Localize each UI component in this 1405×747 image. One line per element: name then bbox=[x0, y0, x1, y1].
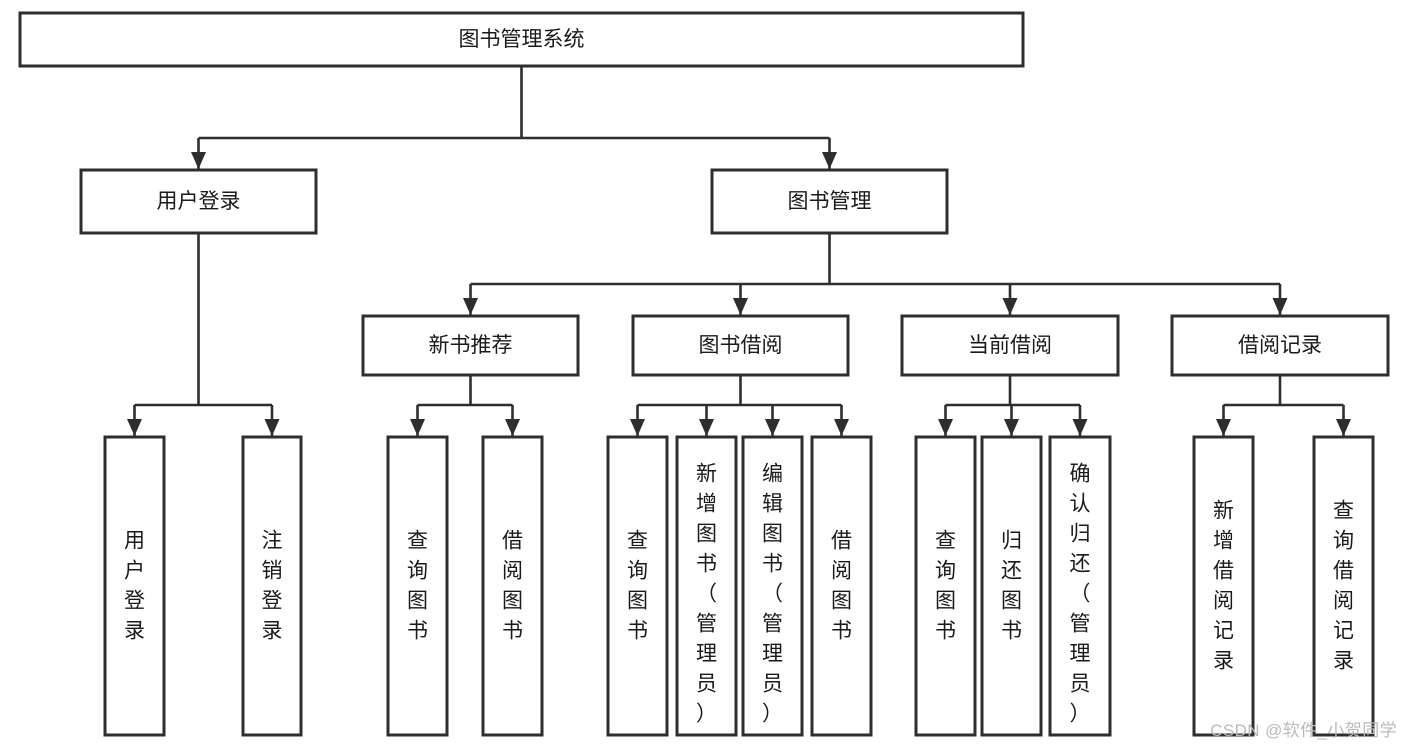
edge-arrowhead bbox=[765, 419, 780, 436]
node-leaf-borrow-book-b[interactable]: 借阅图书 bbox=[810, 435, 873, 737]
node-box bbox=[631, 314, 850, 377]
node-box bbox=[481, 435, 544, 737]
node-label: 用户登录 bbox=[124, 530, 145, 643]
node-box bbox=[810, 435, 873, 737]
edge-arrowhead bbox=[410, 419, 425, 436]
edge-group-user-login bbox=[127, 233, 280, 436]
edge-arrowhead bbox=[733, 298, 748, 315]
node-label: 用户登录 bbox=[157, 190, 241, 213]
node-label: 借阅记录 bbox=[1238, 334, 1322, 357]
node-label: 查询图书 bbox=[407, 530, 428, 643]
node-label: 查询图书 bbox=[627, 530, 648, 643]
node-box bbox=[1170, 314, 1390, 377]
node-leaf-add-book-admin[interactable]: 新增图书（管理员） bbox=[675, 435, 738, 737]
node-borrow-record[interactable]: 借阅记录 bbox=[1170, 314, 1390, 377]
node-label: 图书管理 bbox=[788, 190, 872, 213]
watermark-text: CSDN @软件_小贺同学 bbox=[1210, 721, 1397, 740]
edge-arrowhead bbox=[699, 419, 714, 436]
node-new-book-rec[interactable]: 新书推荐 bbox=[361, 314, 580, 377]
node-leaf-user-login[interactable]: 用户登录 bbox=[103, 435, 166, 737]
node-box bbox=[1048, 435, 1112, 737]
node-box bbox=[914, 435, 977, 737]
edge-arrowhead bbox=[505, 419, 520, 436]
node-box bbox=[79, 168, 318, 235]
edge-arrowhead bbox=[1072, 419, 1088, 436]
edge-group-new-book-rec bbox=[410, 375, 520, 436]
edge-arrowhead bbox=[630, 419, 645, 436]
node-box bbox=[1192, 435, 1255, 737]
edge-arrowhead bbox=[822, 152, 837, 169]
node-box bbox=[241, 435, 303, 737]
edge-arrowhead bbox=[463, 298, 478, 315]
edge-group-current-borrow bbox=[938, 375, 1088, 436]
node-user-login[interactable]: 用户登录 bbox=[79, 168, 318, 235]
node-label: 借阅图书 bbox=[502, 530, 523, 643]
node-leaf-user-logout[interactable]: 注销登录 bbox=[241, 435, 303, 737]
node-leaf-borrow-book-rec[interactable]: 借阅图书 bbox=[481, 435, 544, 737]
node-root[interactable]: 图书管理系统 bbox=[18, 11, 1025, 68]
node-leaf-edit-book-admin[interactable]: 编辑图书（管理员） bbox=[741, 435, 804, 737]
node-box bbox=[361, 314, 580, 377]
edge-arrowhead bbox=[1002, 298, 1018, 315]
node-box bbox=[606, 435, 669, 737]
node-leaf-query-book-b[interactable]: 查询图书 bbox=[606, 435, 669, 737]
node-box bbox=[980, 435, 1043, 737]
edge-group-borrow-record bbox=[1216, 375, 1351, 436]
node-label: 图书管理系统 bbox=[459, 28, 585, 51]
node-box bbox=[18, 11, 1025, 68]
node-label: 借阅图书 bbox=[831, 530, 852, 643]
node-box bbox=[710, 168, 949, 235]
node-leaf-confirm-return-admin[interactable]: 确认归还（管理员） bbox=[1048, 435, 1112, 737]
node-box bbox=[1312, 435, 1375, 737]
node-box bbox=[741, 435, 804, 737]
node-leaf-query-book-c[interactable]: 查询图书 bbox=[914, 435, 977, 737]
node-box bbox=[103, 435, 166, 737]
node-label: 编辑图书（管理员） bbox=[762, 463, 783, 726]
node-leaf-add-borrow-record[interactable]: 新增借阅记录 bbox=[1192, 435, 1255, 737]
node-label: 新增图书（管理员） bbox=[696, 463, 717, 726]
node-leaf-return-book[interactable]: 归还图书 bbox=[980, 435, 1043, 737]
edge-arrowhead bbox=[127, 419, 142, 436]
edge-arrowhead bbox=[1004, 419, 1019, 436]
edge-group-root bbox=[191, 66, 837, 169]
edge-group-book-borrow bbox=[630, 375, 849, 436]
edge-arrowhead bbox=[1272, 298, 1288, 315]
node-label: 确认归还（管理员） bbox=[1070, 463, 1091, 726]
node-box bbox=[386, 435, 449, 737]
edge-arrowhead bbox=[1336, 419, 1351, 436]
node-label: 归还图书 bbox=[1001, 530, 1022, 643]
edge-arrowhead bbox=[191, 152, 206, 169]
node-label: 图书借阅 bbox=[699, 334, 783, 357]
node-label: 新增借阅记录 bbox=[1213, 500, 1234, 673]
node-box bbox=[675, 435, 738, 737]
node-label: 新书推荐 bbox=[429, 334, 513, 357]
edge-arrowhead bbox=[938, 419, 953, 436]
node-book-borrow[interactable]: 图书借阅 bbox=[631, 314, 850, 377]
node-label: 查询图书 bbox=[935, 530, 956, 643]
node-book-manage[interactable]: 图书管理 bbox=[710, 168, 949, 235]
edge-arrowhead bbox=[1216, 419, 1231, 436]
node-leaf-query-book-rec[interactable]: 查询图书 bbox=[386, 435, 449, 737]
node-current-borrow[interactable]: 当前借阅 bbox=[900, 314, 1120, 377]
node-leaf-query-borrow-record[interactable]: 查询借阅记录 bbox=[1312, 435, 1375, 737]
edge-group-book-manage bbox=[463, 233, 1288, 315]
node-box bbox=[900, 314, 1120, 377]
edge-arrowhead bbox=[264, 419, 280, 436]
node-label: 查询借阅记录 bbox=[1333, 500, 1354, 673]
node-label: 当前借阅 bbox=[968, 334, 1052, 357]
edge-arrowhead bbox=[834, 419, 849, 436]
node-label: 注销登录 bbox=[262, 530, 283, 643]
